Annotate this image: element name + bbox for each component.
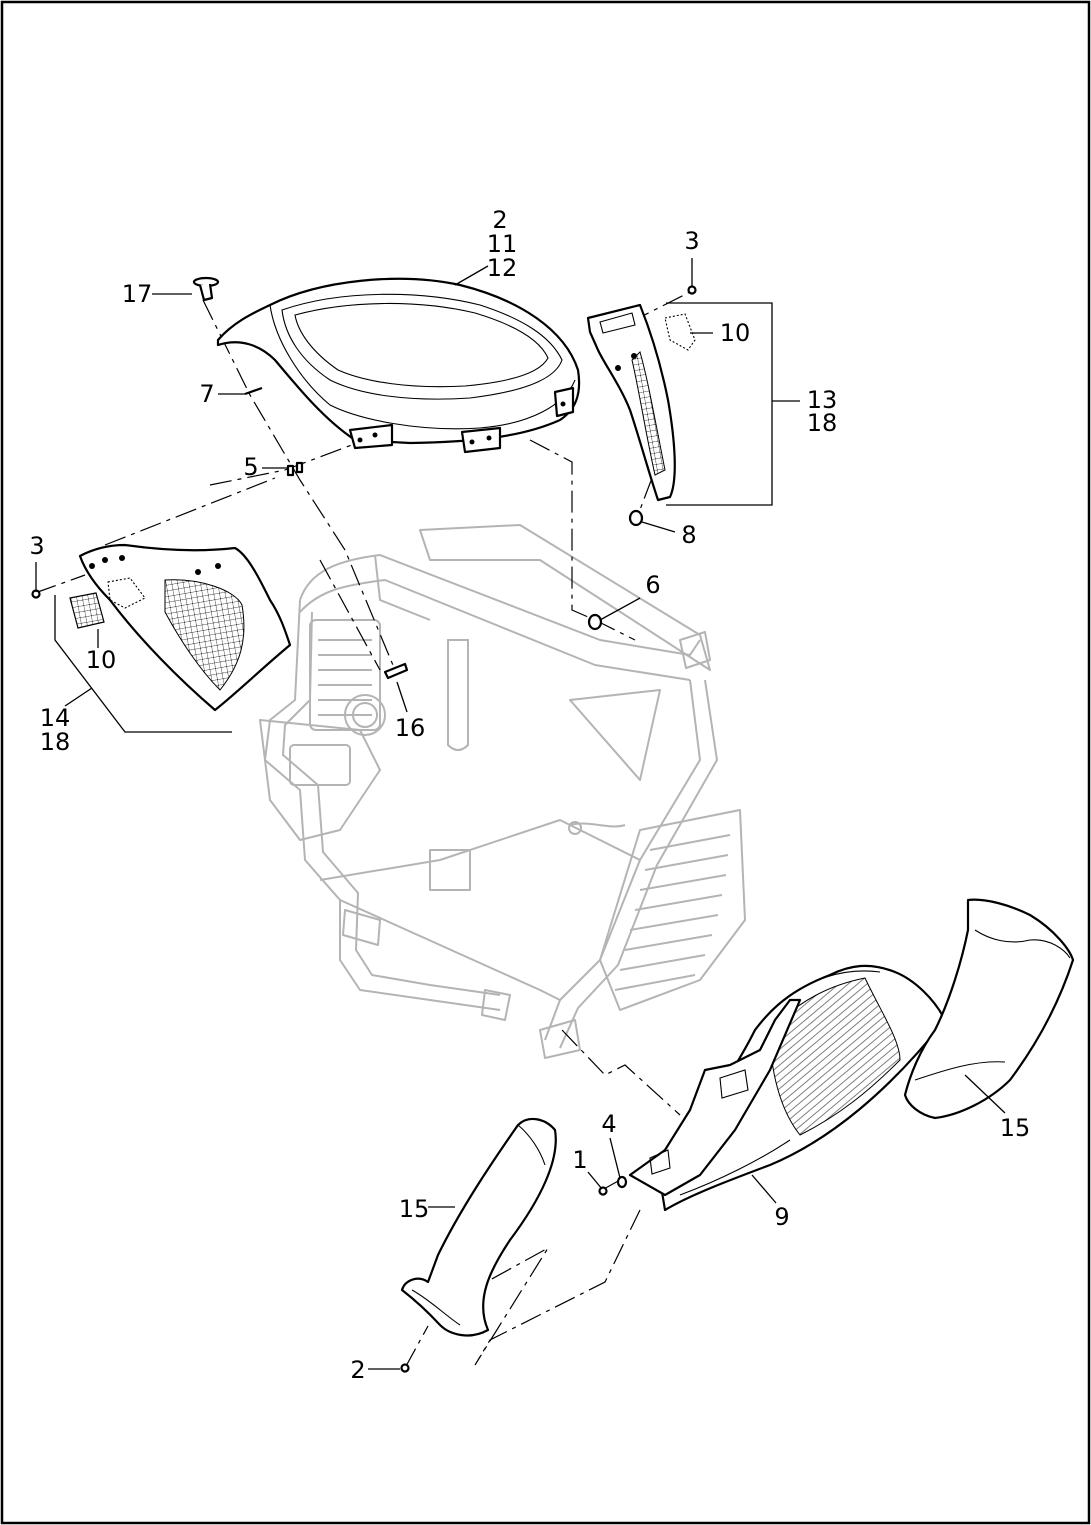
callout-18-right: 18 bbox=[807, 409, 838, 437]
callout-4: 4 bbox=[601, 1110, 616, 1138]
assembly-guide-lines bbox=[34, 291, 691, 1369]
callout-labels: 2 11 12 17 3 10 13 18 7 5 8 3 6 10 14 18… bbox=[29, 206, 1030, 1384]
callout-8: 8 bbox=[681, 521, 696, 549]
right-side-cover bbox=[586, 303, 696, 502]
fuel-tank-console bbox=[216, 277, 581, 454]
callout-17: 17 bbox=[122, 280, 153, 308]
radiator-shroud bbox=[628, 964, 947, 1212]
callout-18-left: 18 bbox=[40, 728, 71, 756]
callout-16: 16 bbox=[395, 714, 426, 742]
callout-3-left: 3 bbox=[29, 532, 44, 560]
air-deflector-left bbox=[400, 1117, 557, 1337]
left-side-cover bbox=[69, 543, 292, 712]
callout-15-left: 15 bbox=[399, 1195, 430, 1223]
callout-13: 13 bbox=[807, 386, 838, 414]
callout-2-top: 2 bbox=[492, 206, 507, 234]
callout-7: 7 bbox=[199, 380, 214, 408]
callout-3-right: 3 bbox=[684, 227, 699, 255]
air-deflector-right bbox=[903, 898, 1075, 1120]
callout-6: 6 bbox=[645, 571, 660, 599]
callout-5: 5 bbox=[243, 453, 258, 481]
callout-1: 1 bbox=[572, 1146, 587, 1174]
callout-10-left: 10 bbox=[86, 646, 117, 674]
callout-10-right: 10 bbox=[720, 319, 751, 347]
callout-leader-lines bbox=[35, 258, 1006, 1370]
callout-2-bottom: 2 bbox=[350, 1356, 365, 1384]
callout-15-right: 15 bbox=[1000, 1114, 1031, 1142]
callout-11: 11 bbox=[487, 230, 518, 258]
callout-9: 9 bbox=[774, 1203, 789, 1231]
motorcycle-frame-ghost bbox=[259, 524, 746, 1059]
hardware-parts bbox=[31, 276, 697, 1373]
callout-14: 14 bbox=[40, 704, 71, 732]
callout-12: 12 bbox=[487, 254, 518, 282]
